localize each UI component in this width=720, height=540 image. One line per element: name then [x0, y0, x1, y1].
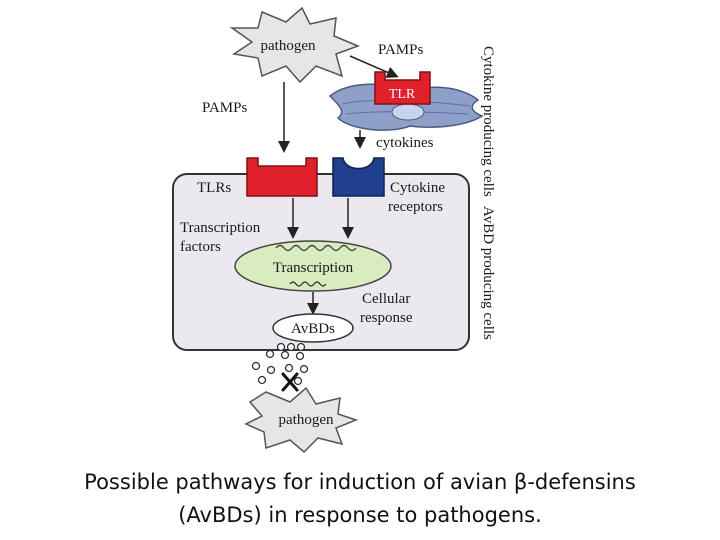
dna-wave	[275, 244, 357, 252]
avbds-vesicle	[272, 313, 354, 343]
transcription-factors-label-2: factors	[180, 239, 221, 255]
cytokine-receptors-label-2: receptors	[388, 199, 443, 215]
mrna-wave	[289, 281, 327, 287]
tlrs-label: TLRs	[197, 180, 231, 196]
cytokine-receptors-label-1: Cytokine	[390, 180, 445, 196]
pathogen-bottom-label: pathogen	[279, 412, 334, 428]
kill-x-mark	[281, 372, 299, 392]
pamps-left-label: PAMPs	[202, 100, 247, 116]
cytokine-producing-cells-label: Cytokine producing cells	[480, 46, 496, 197]
cytokines-label: cytokines	[376, 135, 434, 151]
cellular-response-label-2: response	[360, 310, 413, 326]
transcription-factors-label-1: Transcription	[180, 220, 261, 236]
cytokine-receptor	[332, 157, 385, 197]
pathogen-top-burst	[229, 6, 361, 84]
avbds-label: AvBDs	[291, 321, 335, 337]
cellular-response-label-1: Cellular	[362, 291, 410, 307]
arrow-pathogen-to-tlr	[349, 55, 399, 78]
pathogen-bottom-burst	[244, 386, 359, 454]
avbd-pathway-diagram: pathogen PAMPs TLR Cytokine producing ce…	[172, 6, 496, 454]
pamps-right-label: PAMPs	[378, 42, 423, 58]
nucleus	[234, 240, 392, 292]
released-avbd-peptides	[251, 342, 309, 386]
caption-line-1: Possible pathways for induction of avian…	[84, 470, 636, 494]
cytokine-cell-nucleus	[391, 103, 425, 121]
transcription-label: Transcription	[273, 260, 354, 276]
pathogen-top-label: pathogen	[261, 38, 316, 54]
figure-caption: Possible pathways for induction of avian…	[0, 466, 720, 532]
tlr-label: TLR	[389, 87, 416, 102]
avbd-producing-cells-label: AvBD producing cells	[480, 206, 496, 340]
tlrs-receptor	[246, 157, 318, 197]
tlr-receptor-cytokine-cell	[374, 71, 431, 105]
caption-line-2: (AvBDs) in response to pathogens.	[178, 503, 542, 527]
